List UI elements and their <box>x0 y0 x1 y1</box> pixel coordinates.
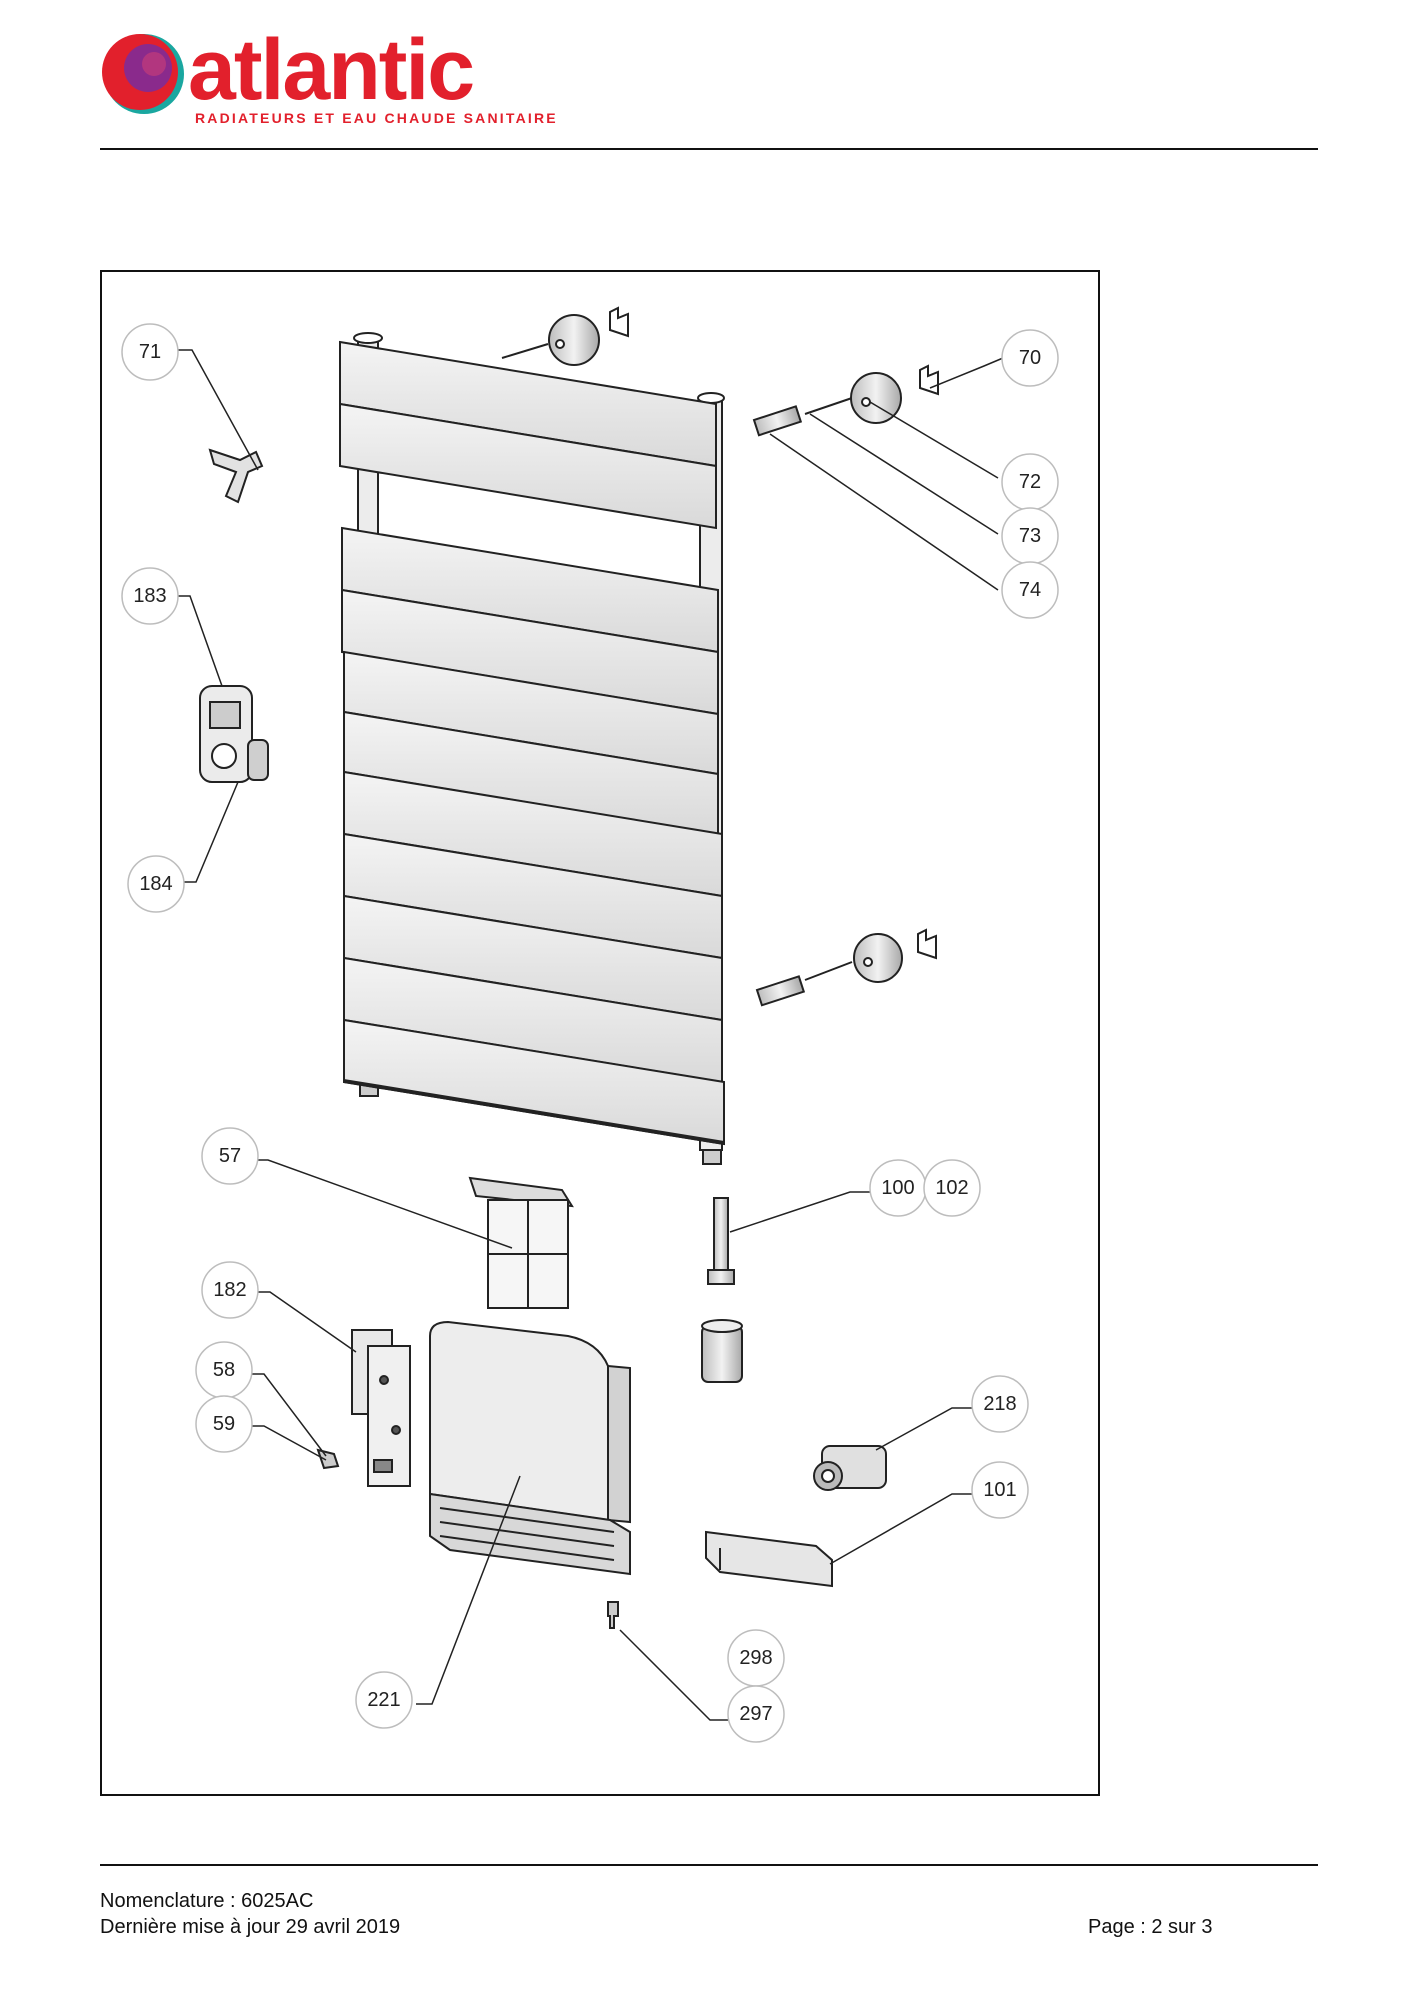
footer-page-number: Page : 2 sur 3 <box>1088 1916 1213 1938</box>
footer-update-date: Dernière mise à jour 29 avril 2019 <box>100 1916 401 1938</box>
callout-184: 184 <box>139 873 172 895</box>
callout-221: 221 <box>367 1689 400 1711</box>
callout-297: 297 <box>739 1703 772 1725</box>
fan-assembly <box>813 1445 887 1491</box>
callout-70: 70 <box>1019 347 1041 369</box>
fixing-key <box>208 448 264 504</box>
callout-102: 102 <box>935 1177 968 1199</box>
fan-heater-casing <box>429 1320 631 1576</box>
brand-logo: atlantic RADIATEURS ET EAU CHAUDE SANITA… <box>100 22 556 130</box>
control-board <box>351 1329 411 1487</box>
callout-74: 74 <box>1019 579 1041 601</box>
callout-72: 72 <box>1019 471 1041 493</box>
callout-73: 73 <box>1019 525 1041 547</box>
exploded-diagram-frame <box>100 270 1100 1796</box>
callout-101: 101 <box>983 1479 1016 1501</box>
footer-divider <box>100 1864 1318 1866</box>
callouts <box>121 323 1059 1743</box>
logo-mark-icon <box>102 34 184 114</box>
callout-58: 58 <box>213 1359 235 1381</box>
wall-bracket-lower-right <box>755 928 937 1007</box>
towel-radiator <box>339 332 725 1165</box>
callout-71: 71 <box>139 341 161 363</box>
brand-wordmark: atlantic <box>188 22 475 118</box>
callout-183: 183 <box>133 585 166 607</box>
screw-part <box>607 1601 619 1629</box>
callout-218: 218 <box>983 1393 1016 1415</box>
wall-bracket-upper-right <box>752 364 939 437</box>
heating-element <box>701 1197 743 1383</box>
leader-lines <box>174 349 1004 1721</box>
footer-nomenclature: Nomenclature : 6025AC <box>100 1890 314 1912</box>
air-filter <box>468 1176 574 1309</box>
callout-59: 59 <box>213 1413 235 1435</box>
callout-100: 100 <box>881 1177 914 1199</box>
callout-182: 182 <box>213 1279 246 1301</box>
wall-bracket-top <box>501 306 629 366</box>
callout-57: 57 <box>219 1145 241 1167</box>
brand-tagline: RADIATEURS ET EAU CHAUDE SANITAIRE <box>195 110 558 126</box>
thermostat-control <box>199 685 269 783</box>
terminal-box <box>705 1530 833 1588</box>
connector-part <box>316 1448 340 1470</box>
header-divider <box>100 148 1318 150</box>
callout-298: 298 <box>739 1647 772 1669</box>
